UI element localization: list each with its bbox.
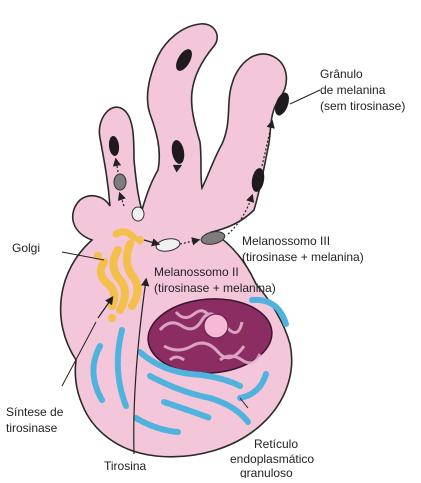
label-melanossomo-iii: Melanossomo III (tirosinase + melanina) [242, 234, 364, 264]
label-tirosina: Tirosina [104, 459, 147, 473]
label-sintese: Síntese de tirosinase [6, 405, 67, 435]
label-reticulo: Retículo endoplasmático granuloso [230, 437, 317, 478]
nucleolus [204, 314, 228, 338]
label-golgi: Golgi [12, 241, 40, 255]
label-granulo: Grânulo de melanina (sem tirosinase) [320, 67, 405, 113]
